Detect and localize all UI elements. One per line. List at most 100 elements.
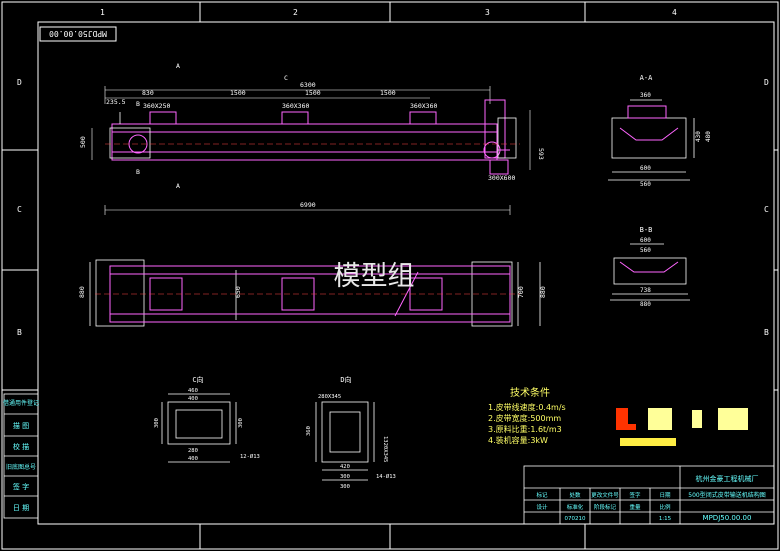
watermark: 模型组 <box>334 261 415 292</box>
plan-dim-880-right: 880 <box>539 286 547 298</box>
c-dim-300-right: 300 <box>238 418 244 428</box>
zone-row-b: B <box>17 328 22 337</box>
tb-row2-label-5: 比例 <box>659 503 671 511</box>
tb-row1-label-4: 签字 <box>629 491 641 499</box>
zone-col-4: 4 <box>672 8 677 17</box>
c-dim-400: 400 <box>188 396 198 402</box>
tb-row1-label-3: 更改文件号 <box>591 491 619 499</box>
drawing-number-box <box>39 26 117 42</box>
dim-1500-c: 1500 <box>380 89 396 97</box>
main-elevation-view: A A B B C 6300 830 1500 1500 1500 235.5 … <box>79 62 545 215</box>
tech-item-1: 1.皮带线速度:0.4m/s <box>488 402 566 412</box>
plan-dim-700: 700 <box>517 286 525 298</box>
bb-dim-560: 560 <box>640 247 651 254</box>
tb-scale: 1:15 <box>659 516 672 522</box>
aa-dim-560: 560 <box>640 181 651 188</box>
bb-dim-738: 738 <box>640 287 651 294</box>
d-dim-280x345: 280X345 <box>318 394 341 400</box>
d-dim-360: 360 <box>306 426 312 436</box>
section-b-b: B-B 600 560 738 880 <box>610 226 690 308</box>
opening-2: 360X360 <box>282 102 309 110</box>
d-holes: 14-Ø13 <box>376 473 396 480</box>
section-a-a: A-A 360 600 560 430 480 <box>608 74 712 188</box>
dim-1500-b: 1500 <box>305 89 321 97</box>
left-register-table: 借通用件登记 描 图 校 描 旧底图总号 签 字 日 期 <box>3 393 39 519</box>
company-logo <box>616 408 748 446</box>
c-holes: 12-Ø13 <box>240 453 260 460</box>
d-dim-420: 420 <box>340 464 350 470</box>
d-dim-300-b: 300 <box>340 484 350 490</box>
bb-dim-600: 600 <box>640 237 651 244</box>
plan-view: 880 650 700 880 <box>78 259 547 327</box>
tech-item-2: 2.皮带宽度:500mm <box>488 413 561 423</box>
zone-row-d: D <box>17 78 22 87</box>
dim-foot: 300X600 <box>488 174 515 182</box>
tech-title: 技术条件 <box>510 386 550 399</box>
tb-row2-label-1: 设计 <box>536 503 548 511</box>
title-block: 杭州金豪工程机械厂 500型闭式皮带输送机结构图 MPDJ50.00.00 标记… <box>523 465 775 525</box>
tech-item-3: 3.原料比重:1.6t/m3 <box>488 424 562 434</box>
dim-1500-a: 1500 <box>230 89 246 97</box>
zone-col-1: 1 <box>100 8 105 17</box>
aa-dim-480: 480 <box>705 131 712 142</box>
technical-requirements: 技术条件 1.皮带线速度:0.4m/s 2.皮带宽度:500mm 3.原料比重:… <box>488 386 566 445</box>
dim-6300: 6300 <box>300 81 316 89</box>
drawing-number-rotated: MPDJ50.00.00 <box>49 29 107 38</box>
tb-row1-label-2: 处数 <box>569 491 581 499</box>
dim-right-593: 593 <box>537 148 545 160</box>
register-signature: 签 字 <box>13 482 29 491</box>
tb-company: 杭州金豪工程机械厂 <box>696 474 759 483</box>
opening-3: 360X360 <box>410 102 437 110</box>
c-dim-280: 280 <box>188 448 198 454</box>
zone-row-c-right: C <box>764 205 769 214</box>
tb-row2-label-3: 阶段标记 <box>594 503 617 511</box>
tb-title: 500型闭式皮带输送机结构图 <box>688 491 765 499</box>
tb-row1-label-5: 日期 <box>659 492 671 499</box>
register-date: 日 期 <box>13 504 29 512</box>
tb-row2-label-4: 重量 <box>629 503 641 511</box>
c-dim-400-bottom: 400 <box>188 456 198 462</box>
section-mark-b-bottom: B <box>136 168 140 176</box>
register-tracing: 描 图 <box>13 421 29 430</box>
opening-1: 360X250 <box>143 102 170 110</box>
bb-dim-880: 880 <box>640 301 651 308</box>
dim-235: 235.5 <box>106 98 126 106</box>
section-mark-a-top: A <box>176 62 180 70</box>
c-dim-460: 460 <box>188 388 198 394</box>
section-mark-a-bottom: A <box>176 182 180 190</box>
register-label: 借通用件登记 <box>3 399 39 407</box>
tb-row2-label-2: 标准化 <box>567 503 584 511</box>
tb-row1-label-1: 标记 <box>536 491 548 499</box>
view-d: D向 280X345 1320X345 360 420 300 300 14-Ø… <box>306 375 396 490</box>
zone-col-2: 2 <box>293 8 298 17</box>
plan-dim-880: 880 <box>78 286 86 298</box>
dim-830: 830 <box>142 89 154 97</box>
d-dim-300: 300 <box>340 474 350 480</box>
dim-left-500: 500 <box>79 136 87 148</box>
section-mark-c: C <box>284 74 288 82</box>
plan-dim-650: 650 <box>234 286 242 298</box>
tech-item-4: 4.装机容量:3kW <box>488 435 548 445</box>
view-c-label: C向 <box>192 375 203 384</box>
view-d-label: D向 <box>340 375 351 384</box>
aa-dim-430: 430 <box>695 131 702 142</box>
section-mark-b-top: B <box>136 100 140 108</box>
register-old-number: 旧底图总号 <box>6 463 36 471</box>
section-aa-label: A-A <box>640 74 653 82</box>
d-dim-1320x345: 1320X345 <box>382 436 388 463</box>
register-checking: 校 描 <box>13 442 29 451</box>
aa-dim-600: 600 <box>640 165 651 172</box>
aa-dim-360: 360 <box>640 92 651 99</box>
view-c: C向 460 400 300 300 280 400 12-Ø13 <box>154 375 260 463</box>
c-dim-300: 300 <box>154 418 160 428</box>
zone-row-b-right: B <box>764 328 769 337</box>
zone-col-3: 3 <box>485 8 490 17</box>
dim-total-6990: 6990 <box>300 201 316 209</box>
tb-date: 070210 <box>565 516 586 522</box>
tb-drawing-no: MPDJ50.00.00 <box>703 514 752 522</box>
zone-row-d-right: D <box>764 78 769 87</box>
inner-border <box>37 21 775 525</box>
section-bb-label: B-B <box>640 226 653 234</box>
